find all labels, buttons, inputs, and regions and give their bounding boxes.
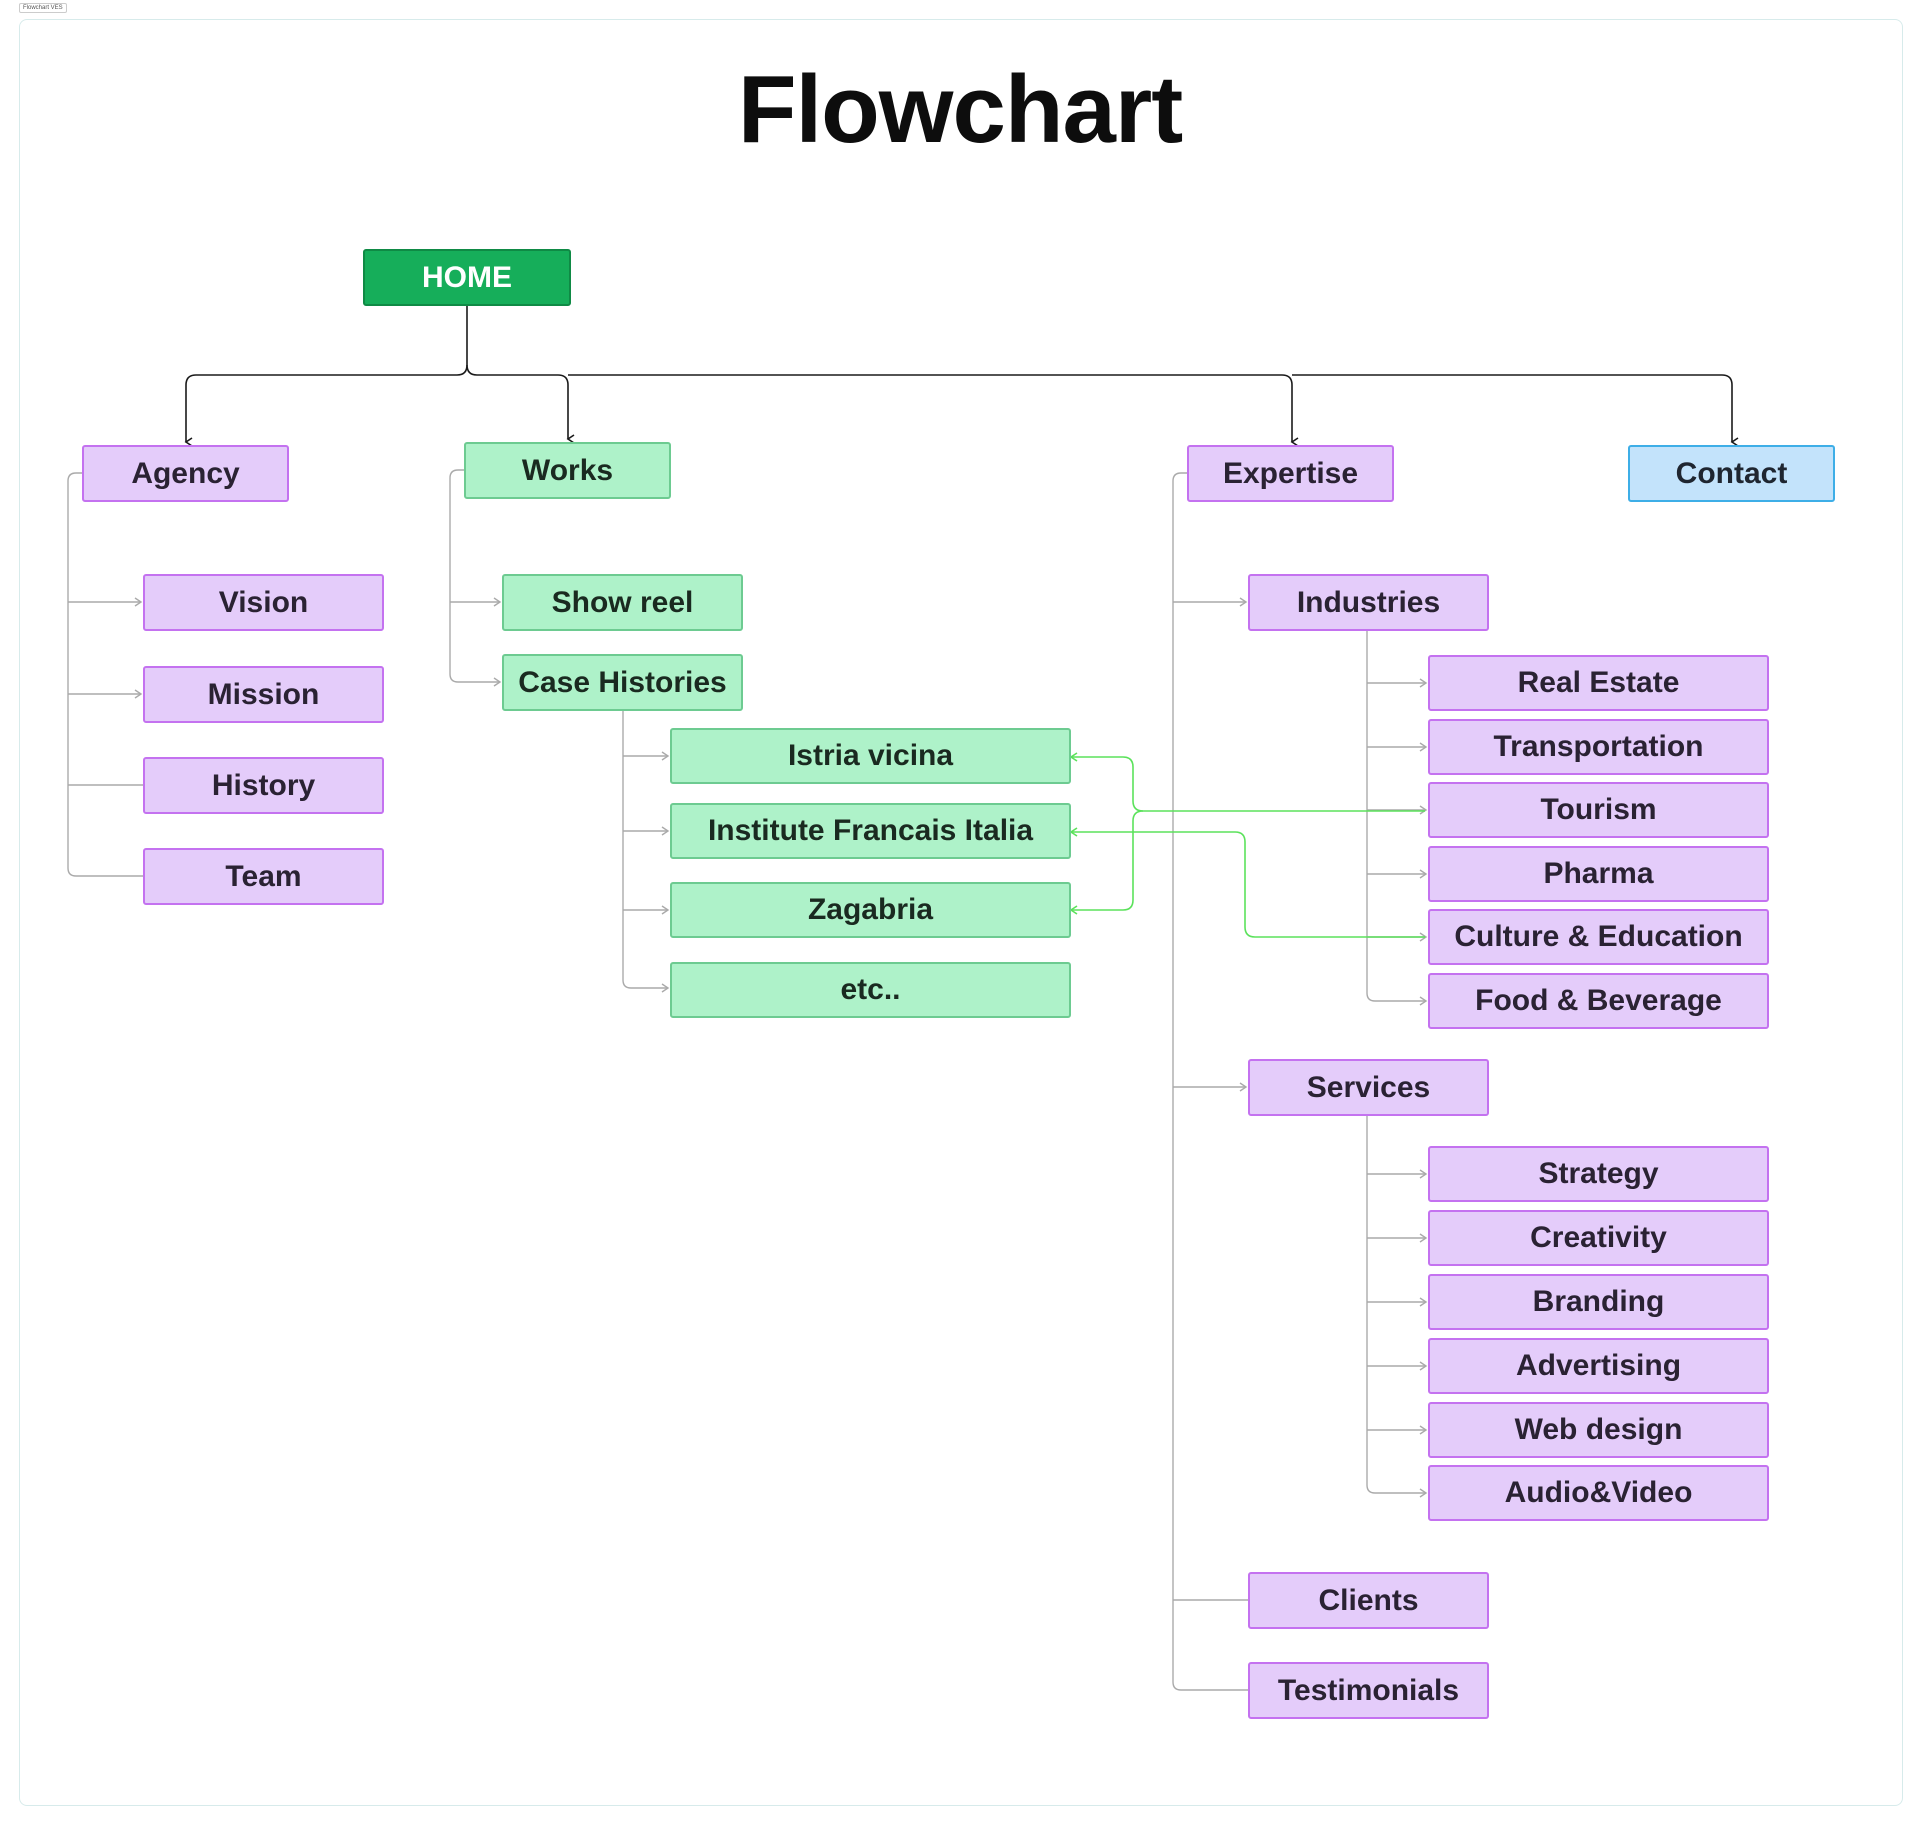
transportation-node[interactable]: Transportation — [1428, 719, 1769, 775]
pharma-node[interactable]: Pharma — [1428, 846, 1769, 902]
institute-francais-node[interactable]: Institute Francais Italia — [670, 803, 1071, 859]
testimonials-node[interactable]: Testimonials — [1248, 1662, 1489, 1719]
home-node[interactable]: HOME — [363, 249, 571, 306]
strategy-node[interactable]: Strategy — [1428, 1146, 1769, 1202]
advertising-node[interactable]: Advertising — [1428, 1338, 1769, 1394]
expertise-node[interactable]: Expertise — [1187, 445, 1394, 502]
team-node[interactable]: Team — [143, 848, 384, 905]
zagabria-node[interactable]: Zagabria — [670, 882, 1071, 938]
web-design-node[interactable]: Web design — [1428, 1402, 1769, 1458]
clients-node[interactable]: Clients — [1248, 1572, 1489, 1629]
services-node[interactable]: Services — [1248, 1059, 1489, 1116]
file-tab[interactable]: Flowchart VES — [19, 3, 67, 13]
vision-node[interactable]: Vision — [143, 574, 384, 631]
canvas-frame — [19, 19, 1903, 1806]
contact-node[interactable]: Contact — [1628, 445, 1835, 502]
etc-node[interactable]: etc.. — [670, 962, 1071, 1018]
cross-links — [1069, 752, 1425, 938]
history-node[interactable]: History — [143, 757, 384, 814]
creativity-node[interactable]: Creativity — [1428, 1210, 1769, 1266]
page-title: Flowchart — [737, 56, 1183, 163]
tree-links — [67, 469, 1428, 1691]
food-beverage-node[interactable]: Food & Beverage — [1428, 973, 1769, 1029]
istria-vicina-node[interactable]: Istria vicina — [670, 728, 1071, 784]
real-estate-node[interactable]: Real Estate — [1428, 655, 1769, 711]
agency-node[interactable]: Agency — [82, 445, 289, 502]
culture-education-node[interactable]: Culture & Education — [1428, 909, 1769, 965]
show-reel-node[interactable]: Show reel — [502, 574, 743, 631]
case-histories-node[interactable]: Case Histories — [502, 654, 743, 711]
branding-node[interactable]: Branding — [1428, 1274, 1769, 1330]
works-node[interactable]: Works — [464, 442, 671, 499]
industries-node[interactable]: Industries — [1248, 574, 1489, 631]
tourism-node[interactable]: Tourism — [1428, 782, 1769, 838]
home-links — [184, 306, 1739, 447]
audio-video-node[interactable]: Audio&Video — [1428, 1465, 1769, 1521]
mission-node[interactable]: Mission — [143, 666, 384, 723]
